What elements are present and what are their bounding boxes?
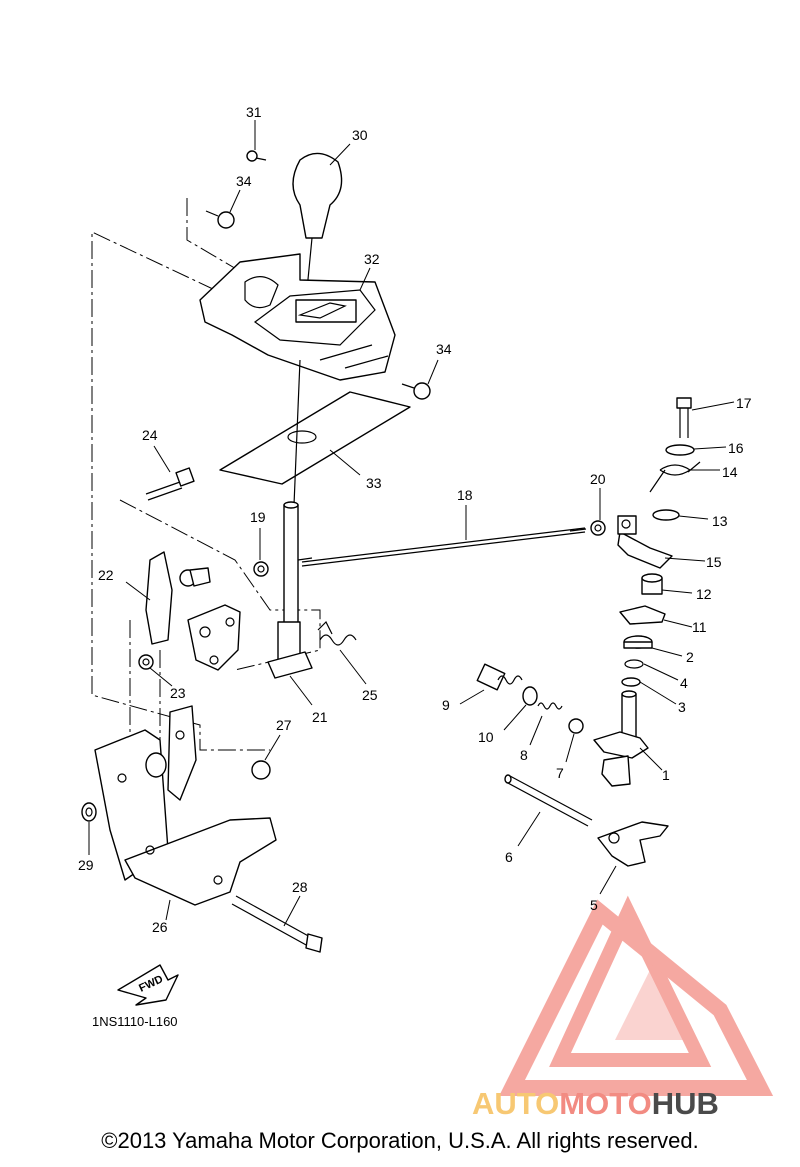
washer-23	[138, 654, 173, 687]
brand-hub: HUB	[652, 1086, 719, 1121]
washer-29	[81, 802, 97, 855]
callout-19: 19	[250, 509, 266, 525]
gasket-plate-33	[219, 391, 411, 485]
callout-23: 23	[170, 685, 186, 701]
callout-6: 6	[505, 849, 513, 865]
callout-20: 20	[590, 471, 606, 487]
bolt-27	[251, 734, 281, 780]
callout-9: 9	[442, 697, 450, 713]
nut-19	[253, 528, 269, 577]
brand-moto: MOTO	[559, 1086, 651, 1121]
callout-29: 29	[78, 857, 94, 873]
screw-31	[246, 120, 267, 162]
shaft-6	[504, 774, 593, 847]
collar-2	[623, 635, 683, 657]
callout-14: 14	[722, 464, 738, 480]
callout-4: 4	[680, 675, 688, 691]
circlip-4	[624, 659, 679, 681]
callout-31: 31	[246, 104, 262, 120]
callout-34a: 34	[236, 173, 252, 189]
callout-15: 15	[706, 554, 722, 570]
callout-33: 33	[366, 475, 382, 491]
callout-17: 17	[736, 395, 752, 411]
plug-9	[459, 663, 523, 705]
spring-8	[529, 702, 563, 746]
callout-32: 32	[364, 251, 380, 267]
base-bracket-26	[94, 705, 277, 921]
callouts: 1 2 3 4 5 6 7 8 9 10 11 12 13 14 15 16 1…	[78, 104, 752, 935]
bolt-34-upper	[205, 189, 241, 229]
callout-22: 22	[98, 567, 114, 583]
callout-26: 26	[152, 919, 168, 935]
callout-8: 8	[520, 747, 528, 763]
callout-3: 3	[678, 699, 686, 715]
drawing-code: 1NS1110-L160	[92, 1014, 178, 1029]
arm-15	[617, 515, 706, 569]
forward-arrow-icon: FWD	[117, 964, 179, 1006]
bolt-17	[676, 397, 735, 438]
callout-7: 7	[556, 765, 564, 781]
bolt-28	[231, 895, 323, 953]
washer-3	[621, 677, 677, 705]
callout-21: 21	[312, 709, 328, 725]
callout-34b: 34	[436, 341, 452, 357]
callout-10: 10	[478, 729, 494, 745]
rod-18	[297, 505, 587, 567]
shift-lever-housing	[199, 253, 396, 381]
callout-13: 13	[712, 513, 728, 529]
nut-20	[590, 488, 606, 536]
spring-25	[317, 620, 367, 685]
shift-fork-5	[597, 821, 669, 895]
brand-auto: AUTO	[472, 1086, 559, 1121]
spring-14	[649, 461, 720, 493]
callout-2: 2	[686, 649, 694, 665]
shaft-1	[593, 690, 663, 787]
callout-5: 5	[590, 897, 598, 913]
lever-22	[125, 551, 211, 645]
callout-28: 28	[292, 879, 308, 895]
o-ring-10	[503, 686, 538, 731]
watermark-brand-text: AUTOMOTOHUB	[472, 1086, 719, 1121]
callout-1: 1	[662, 767, 670, 783]
callout-30: 30	[352, 127, 368, 143]
collar-12	[641, 573, 693, 595]
callout-25: 25	[362, 687, 378, 703]
shift-rod-21	[267, 359, 313, 706]
ball-7	[565, 718, 584, 763]
pivot-bracket	[187, 604, 241, 671]
plate-11	[619, 605, 693, 628]
copyright-notice: ©2013 Yamaha Motor Corporation, U.S.A. A…	[101, 1128, 699, 1153]
callout-24: 24	[142, 427, 158, 443]
washer-16	[665, 444, 727, 456]
callout-11: 11	[692, 619, 707, 635]
watermark-logo	[499, 895, 774, 1096]
washer-13	[652, 509, 709, 521]
bolt-34-lower	[401, 359, 439, 400]
bolt-24	[145, 445, 195, 501]
callout-18: 18	[457, 487, 473, 503]
callout-16: 16	[728, 440, 744, 456]
callout-27: 27	[276, 717, 292, 733]
callout-12: 12	[696, 586, 712, 602]
